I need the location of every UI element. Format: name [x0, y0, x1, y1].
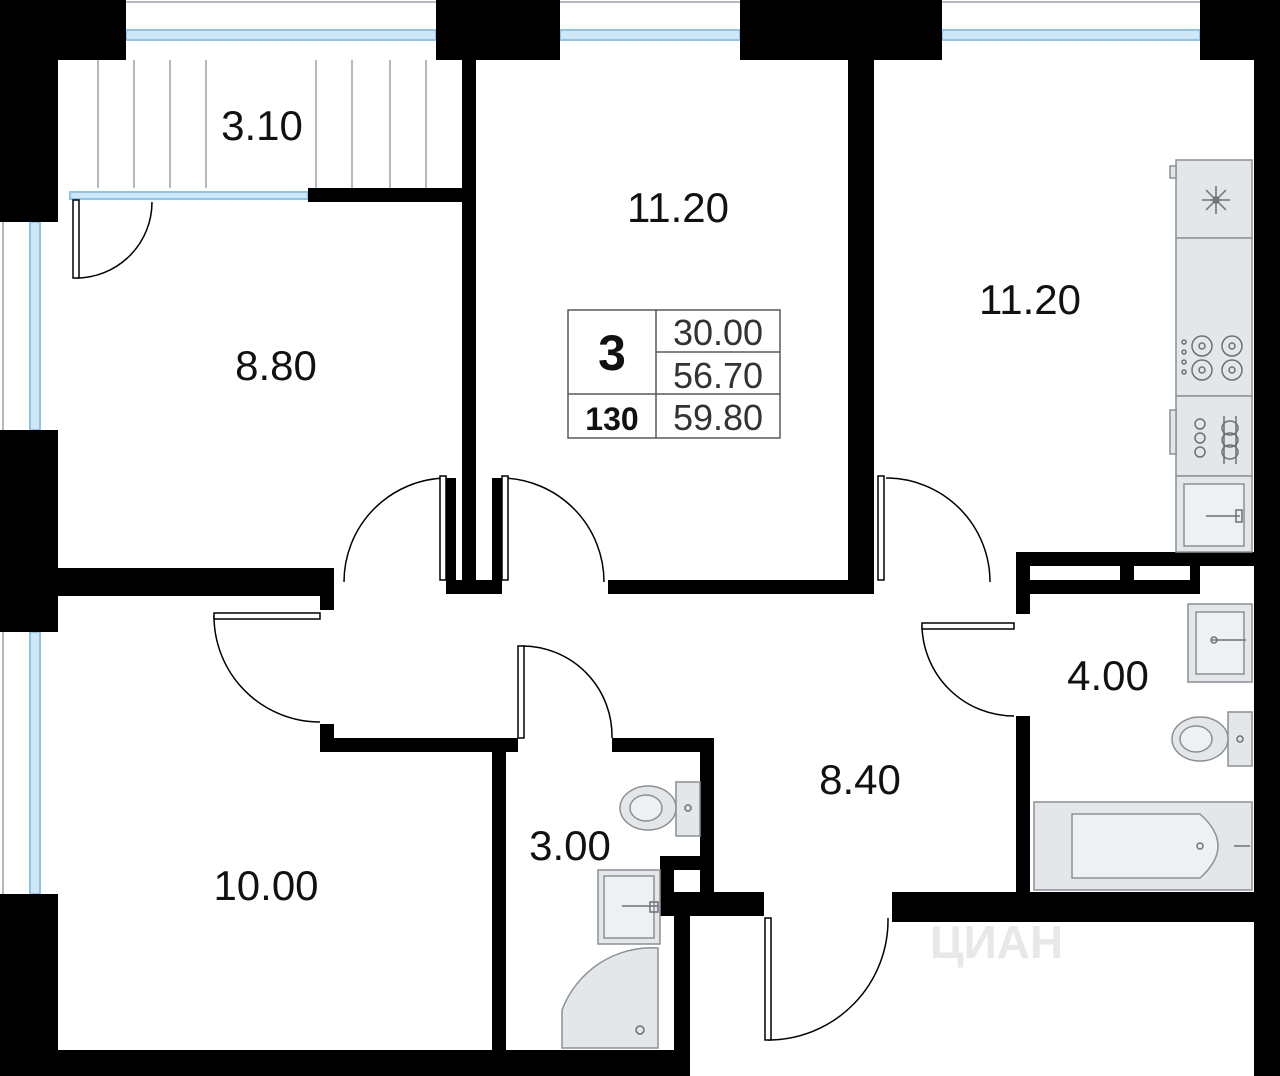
loggia-deck — [97, 60, 427, 188]
snowflake-icon — [1202, 186, 1230, 214]
doors — [72, 199, 1015, 1041]
kitchen-unit — [1169, 159, 1253, 553]
total-area-with-loggia: 59.80 — [673, 397, 763, 438]
loggia-divider — [69, 191, 309, 200]
living-area: 30.00 — [673, 312, 763, 353]
total-area: 56.70 — [673, 355, 763, 396]
room-label-kitchen: 11.20 — [979, 276, 1081, 323]
window-left-top — [29, 221, 41, 431]
room-label-bedroom-center: 11.20 — [627, 184, 729, 231]
sink-faucet-icon — [1206, 509, 1243, 523]
window-left-bottom — [29, 631, 41, 895]
apartment-info-box: 3 130 30.00 56.70 59.80 — [567, 309, 781, 439]
window-center — [559, 29, 741, 41]
window-loggia — [125, 29, 437, 41]
room-label-bedroom-top-left: 8.80 — [235, 342, 317, 389]
bath-toilet-tank — [1227, 711, 1253, 767]
counter-icons — [1194, 416, 1239, 464]
room-label-bedroom-bottom-left: 10.00 — [213, 862, 318, 909]
room-label-loggia: 3.10 — [221, 102, 303, 149]
window-kitchen — [941, 29, 1201, 41]
room-label-bathroom: 4.00 — [1067, 652, 1149, 699]
counter — [1175, 395, 1253, 477]
cooktop — [1175, 237, 1253, 397]
room-label-wc: 3.00 — [529, 822, 611, 869]
room-label-hallway: 8.40 — [819, 756, 901, 803]
shower-tray — [561, 947, 659, 1049]
windows — [29, 29, 1201, 895]
wc-toilet-tank — [675, 781, 701, 837]
cooktop-burners — [1181, 335, 1243, 381]
bathroom-fixtures — [1033, 603, 1253, 891]
apartment-number: 130 — [585, 401, 638, 437]
watermark: ЦИАН — [930, 916, 1063, 968]
rooms-count: 3 — [598, 325, 626, 381]
